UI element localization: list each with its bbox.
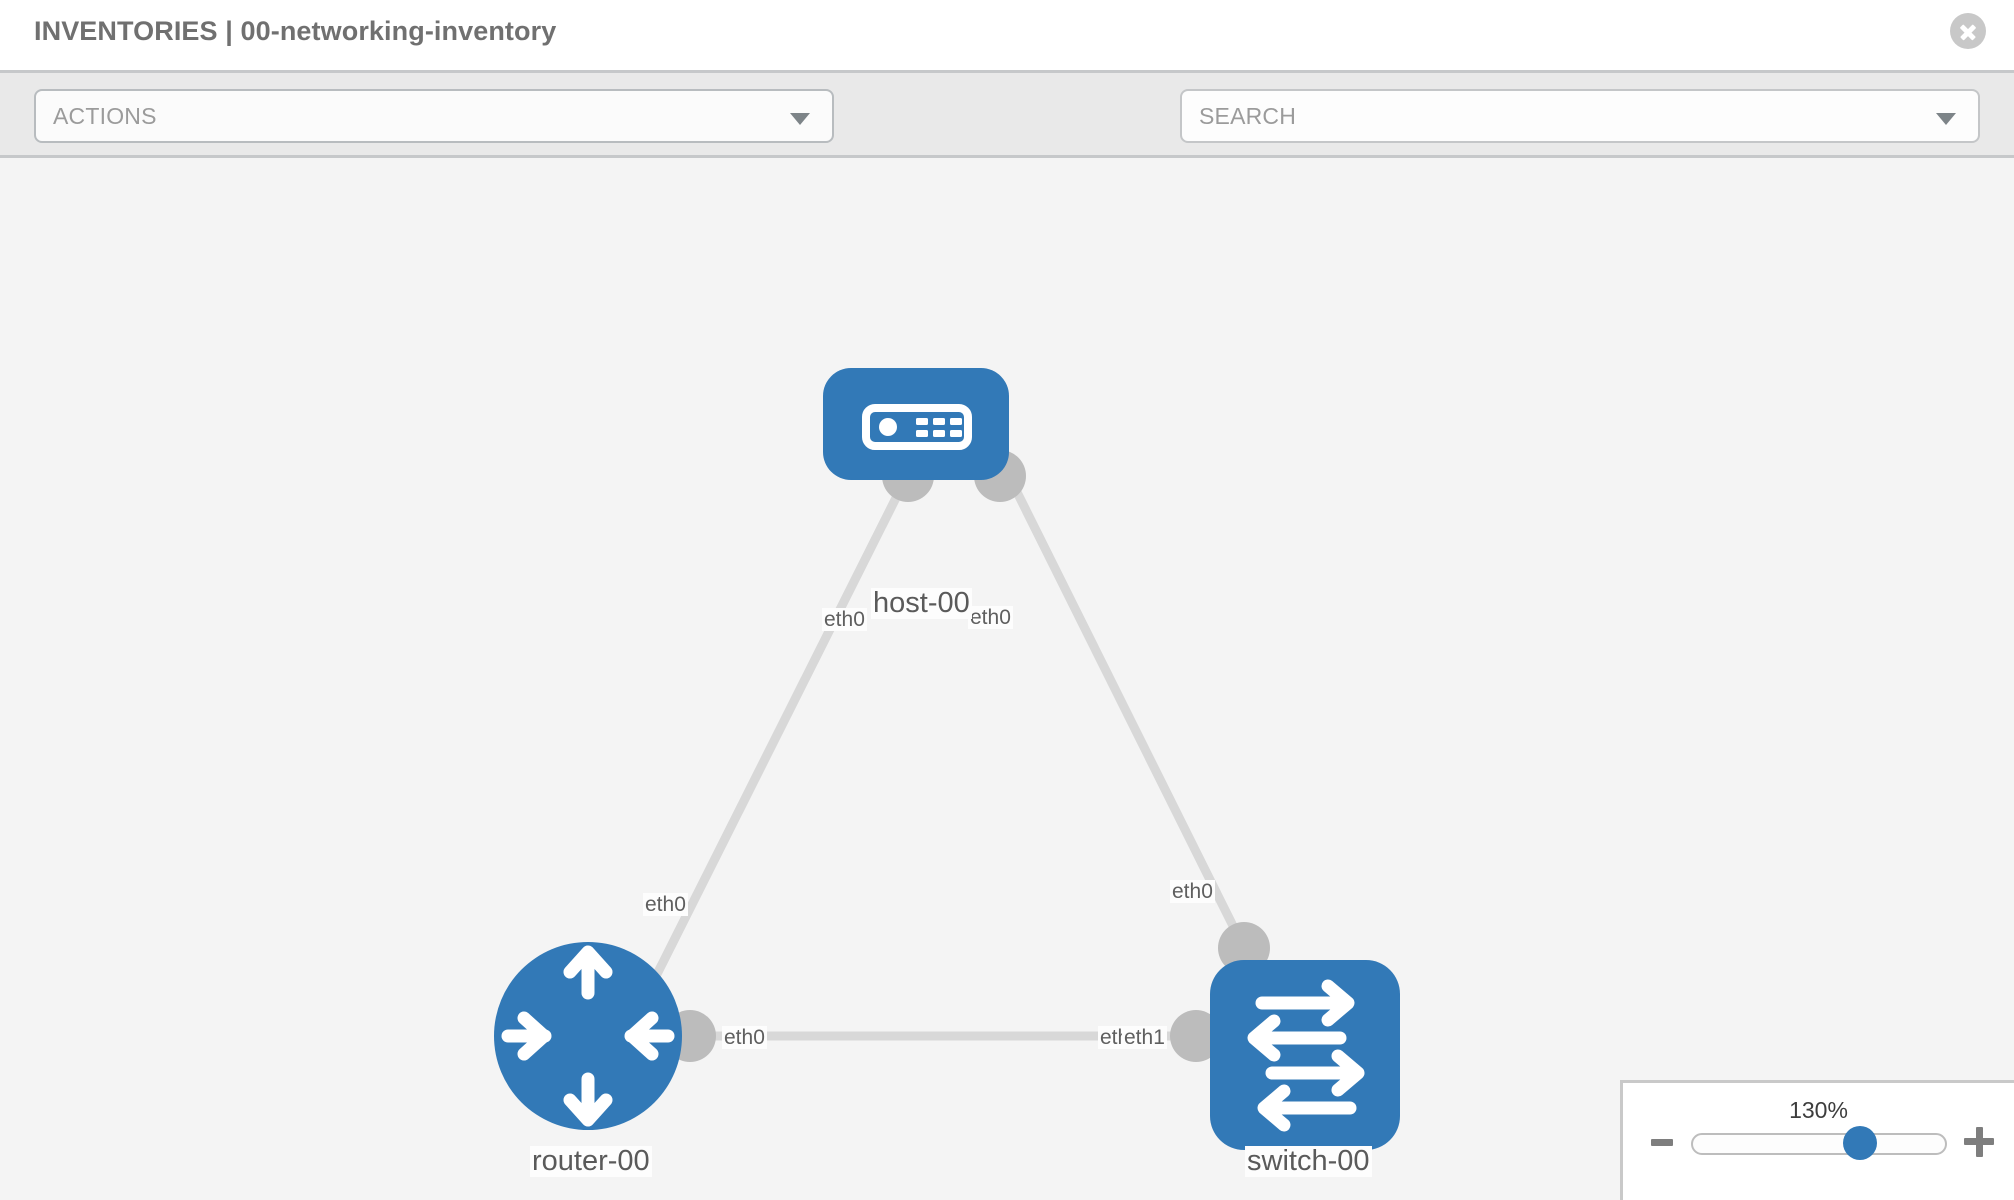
iface-label-router-right: eth0 <box>722 1026 767 1050</box>
iface-label-host-right: eth0 <box>968 606 1013 630</box>
link-host-router <box>625 455 921 1031</box>
iface-label-router-up: eth0 <box>643 893 688 917</box>
node-switch-00 <box>1210 960 1400 1150</box>
minus-icon-bar <box>1651 1139 1673 1146</box>
zoom-percent-label: 130% <box>1789 1097 1848 1123</box>
plus-icon[interactable] <box>1964 1127 1994 1157</box>
zoom-slider-thumb[interactable] <box>1843 1126 1877 1160</box>
close-icon[interactable] <box>1950 13 1986 49</box>
topology-ports <box>664 450 1270 1062</box>
iface-label-switch-left: eth1 <box>1122 1026 1167 1050</box>
server-appliance-icon <box>862 404 972 450</box>
toolbar: ACTIONS SEARCH <box>0 70 2014 204</box>
server-appliance-icon-leds <box>916 418 962 437</box>
node-label-host-00: host-00 <box>871 587 972 620</box>
zoom-control-panel: 130% <box>1620 1080 2014 1200</box>
actions-dropdown[interactable]: ACTIONS <box>34 89 834 143</box>
iface-label-switch-up: eth0 <box>1170 880 1215 904</box>
chevron-down-icon <box>790 113 810 125</box>
topology-graph <box>494 368 1400 1150</box>
switch-arrows-icon <box>1247 979 1365 1132</box>
minus-icon[interactable] <box>1651 1131 1673 1153</box>
iface-label-host-left: eth0 <box>822 608 867 632</box>
search-placeholder: SEARCH <box>1199 103 1297 129</box>
node-router-00 <box>494 942 682 1130</box>
port-nub-switch-left <box>1170 1010 1222 1062</box>
page-title: INVENTORIES | 00-networking-inventory <box>34 16 557 46</box>
chevron-down-icon <box>1936 113 1956 125</box>
page-header: INVENTORIES | 00-networking-inventory <box>0 0 2014 70</box>
node-host-00 <box>823 368 1009 480</box>
link-host-switch <box>995 455 1249 951</box>
zoom-slider-track[interactable] <box>1691 1133 1947 1155</box>
topology-canvas[interactable]: eth0 eth0 eth0 eth0 eth0 eth eth1 host-0… <box>0 158 2014 1200</box>
search-input[interactable]: SEARCH <box>1180 89 1980 143</box>
node-label-switch-00: switch-00 <box>1245 1145 1372 1178</box>
topology-links <box>625 455 1249 1041</box>
router-arrows-icon <box>501 945 675 1127</box>
node-label-router-00: router-00 <box>530 1145 652 1178</box>
actions-dropdown-label: ACTIONS <box>53 103 157 129</box>
plus-icon-bar-v <box>1975 1127 1983 1157</box>
